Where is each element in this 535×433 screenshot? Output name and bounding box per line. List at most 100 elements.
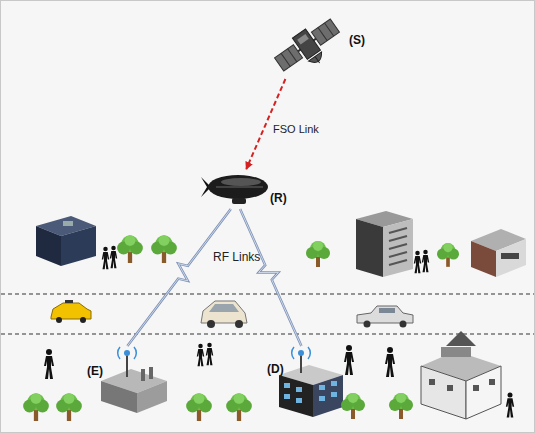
tree-icon [151, 235, 177, 263]
large-building [421, 366, 466, 419]
person-icon [506, 393, 514, 418]
person-icon [110, 246, 118, 269]
person-icon [385, 347, 395, 377]
white-car [201, 301, 247, 328]
road-dashes [1, 334, 534, 335]
satellite-icon [288, 49, 297, 62]
tall-building [356, 211, 413, 277]
tall-building [356, 219, 383, 277]
d-building [296, 398, 302, 403]
antenna-icon [124, 350, 130, 356]
white-car [235, 320, 243, 328]
large-building [473, 385, 479, 391]
large-building [421, 331, 501, 419]
person-icon [206, 343, 214, 366]
d-building [284, 383, 290, 388]
satellite-icon [281, 53, 290, 66]
airship-icon [208, 175, 268, 199]
antenna-icon [292, 347, 311, 359]
tree-icon [389, 393, 413, 419]
satellite-icon [318, 28, 327, 41]
airship-node: (R) [206, 169, 268, 209]
antenna-icon [126, 353, 128, 377]
taxi-car [51, 303, 91, 319]
link-label: RF Links [213, 250, 260, 264]
low-building [471, 229, 526, 277]
factory-building [101, 367, 167, 413]
large-building [489, 379, 495, 385]
road-dashes [1, 294, 534, 334]
connector-line [240, 209, 301, 346]
sedan-car [357, 306, 413, 328]
rf-link-highlight [127, 209, 230, 346]
d-building [284, 394, 290, 399]
large-building [466, 366, 501, 419]
office-building [63, 221, 73, 226]
sedan-car [400, 321, 407, 328]
factory-building [101, 381, 137, 413]
tall-building [389, 260, 407, 265]
d-building [319, 396, 325, 401]
taxi-car [56, 317, 62, 323]
tree-icon [306, 241, 330, 267]
taxi-car [51, 300, 91, 323]
rf-link-highlight [240, 209, 301, 346]
tall-building [389, 236, 407, 241]
connector-line [127, 209, 230, 346]
office-building [61, 226, 96, 266]
d-building [313, 375, 343, 417]
d-building [284, 381, 337, 403]
rf-link [127, 209, 230, 346]
large-building [429, 379, 495, 391]
rf-link [240, 209, 301, 346]
low-building [501, 253, 519, 259]
office-building [36, 216, 96, 266]
d-building [279, 375, 313, 417]
sedan-car [379, 308, 395, 313]
person-icon [344, 345, 354, 375]
tall-building [389, 252, 407, 257]
antenna-icon [298, 350, 304, 356]
edge-label: FSO Link [273, 123, 319, 135]
satellite-icon [271, 14, 347, 82]
airship-icon [221, 178, 261, 186]
road-dashes [1, 294, 534, 295]
person-icon [197, 344, 205, 367]
node-label: (S) [349, 33, 365, 47]
destination-building-node: (D) [279, 346, 343, 416]
d-building [279, 365, 343, 417]
taxi-car [65, 300, 73, 303]
satellite-icon [275, 45, 303, 71]
tree-icon [117, 235, 143, 263]
taxi-car [80, 317, 86, 323]
white-car [201, 301, 247, 323]
d-building [331, 381, 337, 386]
tall-building [383, 219, 413, 277]
antenna-icon [118, 347, 137, 377]
airship-icon [232, 198, 246, 204]
white-car [207, 320, 215, 328]
d-building [296, 387, 302, 392]
node-label: (D) [267, 362, 284, 376]
tree-icon [226, 393, 252, 421]
satellite-node: (S) [273, 13, 335, 79]
satellite-icon [315, 56, 320, 63]
tall-building [389, 228, 407, 265]
large-building [429, 379, 435, 385]
d-building [319, 385, 325, 390]
white-car [209, 304, 239, 312]
large-building [447, 385, 453, 391]
tree-icon [23, 235, 459, 421]
satellite-icon [308, 52, 325, 66]
sedan-car [364, 321, 371, 328]
person-icon [422, 250, 430, 273]
person-icon [102, 247, 110, 270]
low-building [496, 239, 526, 277]
sedan-car [357, 306, 413, 323]
satellite-icon [297, 34, 309, 45]
large-building [446, 331, 476, 346]
tree-icon [56, 393, 82, 421]
antenna-icon [118, 347, 137, 359]
node-label: (E) [87, 364, 103, 378]
